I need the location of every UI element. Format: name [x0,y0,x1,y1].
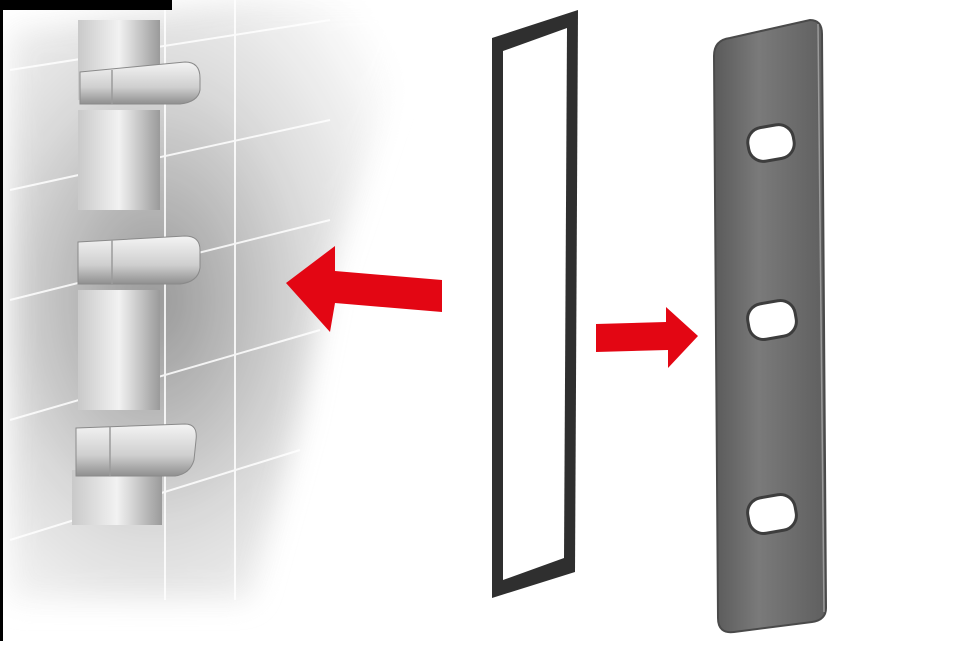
frame-top-edge [0,0,172,10]
valve-body-mid-1 [78,110,160,210]
frame-left-edge [0,0,3,641]
valve-handle-bottom [76,424,196,476]
valve-handle-middle [78,236,200,284]
arrow-gasket-to-cover-plate [596,307,698,368]
valve-body-bottom [72,470,162,525]
cover-plate [714,20,826,632]
rectangular-gasket-seal [492,10,578,598]
valve-body-mid-2 [78,290,160,410]
